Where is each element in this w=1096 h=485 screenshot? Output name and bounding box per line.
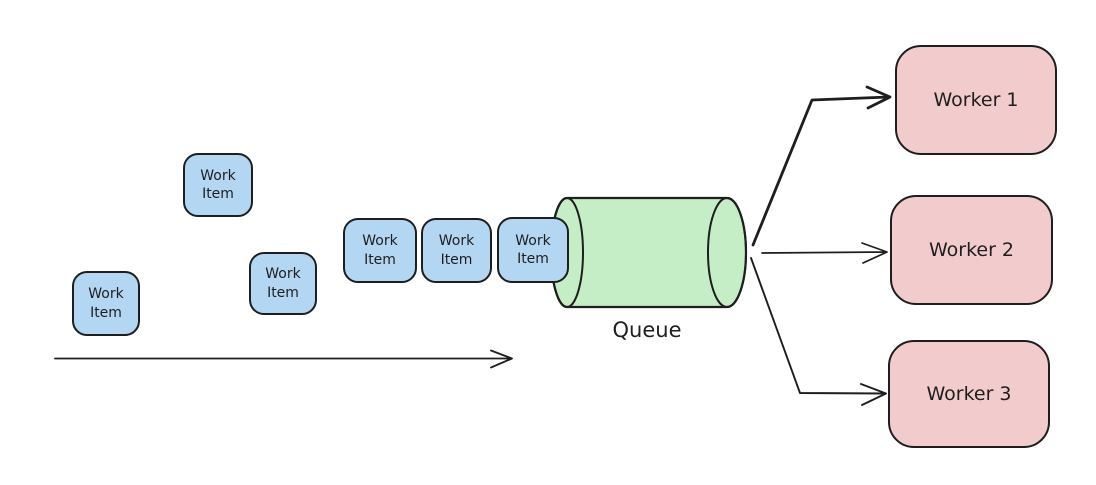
- worker-label: Worker 3: [926, 383, 1012, 405]
- work-item-label: Work Item: [200, 167, 236, 202]
- queue-cylinder-right-rim: [707, 197, 747, 308]
- work-item-label: Work Item: [265, 266, 301, 301]
- work-item-node: Work Item: [497, 217, 569, 283]
- worker-label: Worker 2: [928, 239, 1015, 261]
- work-item-node: Work Item: [72, 271, 140, 336]
- fanout-arrow-worker-1: [751, 85, 892, 247]
- worker-label: Worker 1: [933, 89, 1019, 111]
- work-item-node: Work Item: [249, 252, 317, 315]
- worker-node-3: Worker 3: [888, 340, 1050, 448]
- worker-node-2: Worker 2: [890, 195, 1053, 305]
- fanout-arrow-worker-2: [761, 242, 888, 264]
- fanout-arrow-worker-3: [750, 257, 887, 406]
- work-item-label: Work Item: [88, 286, 124, 321]
- work-item-label: Work Item: [438, 233, 475, 268]
- worker-node-1: Worker 1: [895, 45, 1057, 155]
- queue-label: Queue: [612, 318, 682, 342]
- work-item-node: Work Item: [343, 218, 417, 283]
- work-item-node: Work Item: [421, 218, 492, 283]
- flow-arrow: [54, 349, 513, 369]
- work-item-label: Work Item: [362, 233, 398, 268]
- work-item-node: Work Item: [183, 153, 253, 217]
- work-item-label: Work Item: [515, 232, 551, 267]
- queue-cylinder-body: [549, 196, 748, 309]
- queue-cylinder: [549, 196, 748, 309]
